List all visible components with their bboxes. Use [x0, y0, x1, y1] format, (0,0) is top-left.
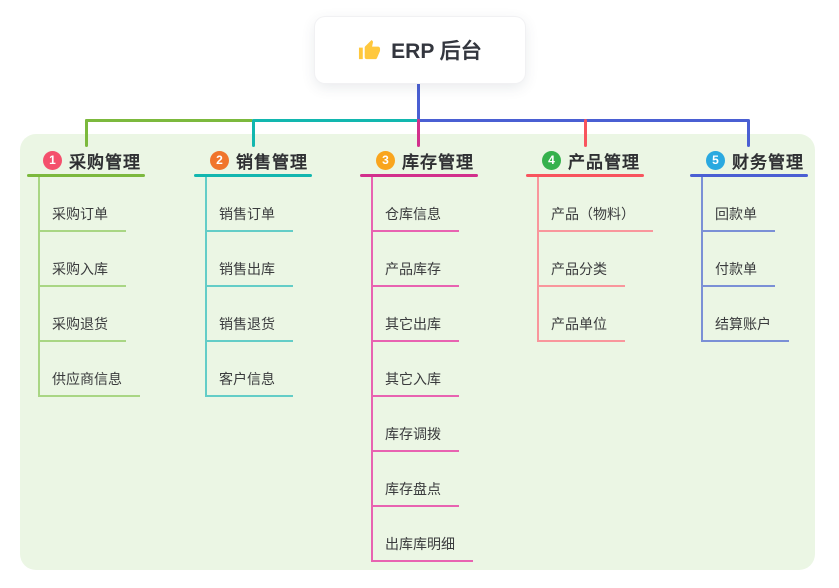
connector-drop-branch-5 [747, 119, 750, 147]
child-item-label: 客户信息 [219, 371, 275, 387]
child-item[interactable]: 销售订单 [205, 204, 293, 232]
branch-number-badge: 3 [376, 150, 395, 170]
child-item-label: 回款单 [715, 206, 757, 222]
branch-title-underline [690, 174, 808, 177]
thumbs-up-icon [358, 39, 381, 62]
child-item[interactable]: 库存调拨 [371, 424, 459, 452]
child-item-label: 结算账户 [715, 316, 771, 332]
child-item-label: 其它出库 [385, 316, 441, 332]
child-item-label: 销售出库 [219, 261, 275, 277]
branch-inventory: 3 库存管理 仓库信息产品库存其它出库其它入库库存调拨库存盘点出库库明细 [360, 0, 520, 588]
child-item-label: 产品（物料） [551, 206, 635, 222]
branch-child-rail [371, 177, 373, 562]
connector-bus-left [85, 119, 253, 122]
child-item-label: 销售订单 [219, 206, 275, 222]
connector-drop-branch-3 [417, 119, 420, 147]
branch-title-inventory[interactable]: 3 库存管理 [376, 148, 474, 172]
child-item-label: 产品分类 [551, 261, 607, 277]
child-item-label: 库存盘点 [385, 481, 441, 497]
child-item[interactable]: 客户信息 [205, 369, 293, 397]
child-item[interactable]: 仓库信息 [371, 204, 459, 232]
branch-purchase: 1 采购管理 采购订单采购入库采购退货供应商信息 [27, 0, 187, 588]
child-item[interactable]: 产品（物料） [537, 204, 653, 232]
branches-panel [20, 134, 815, 570]
root-node-label: ERP 后台 [391, 40, 482, 63]
branch-title-underline [194, 174, 312, 177]
branch-number-badge: 1 [43, 150, 62, 170]
child-item-label: 产品单位 [551, 316, 607, 332]
branch-title-finance[interactable]: 5 财务管理 [706, 148, 804, 172]
branch-title-sales[interactable]: 2 销售管理 [210, 148, 308, 172]
child-item-label: 出库库明细 [385, 536, 455, 552]
child-item[interactable]: 采购退货 [38, 314, 126, 342]
branch-number-badge: 2 [210, 150, 229, 170]
child-item[interactable]: 回款单 [701, 204, 775, 232]
child-item[interactable]: 其它入库 [371, 369, 459, 397]
branch-title-underline [27, 174, 145, 177]
root-node[interactable]: ERP 后台 [315, 17, 525, 83]
child-item-label: 采购入库 [52, 261, 108, 277]
child-item-label: 采购退货 [52, 316, 108, 332]
branch-label: 采购管理 [69, 152, 141, 172]
branch-title-underline [360, 174, 478, 177]
connector-bus-right [418, 119, 749, 122]
branch-label: 财务管理 [732, 152, 804, 172]
child-item[interactable]: 销售退货 [205, 314, 293, 342]
branch-label: 销售管理 [236, 152, 308, 172]
child-item[interactable]: 结算账户 [701, 314, 789, 342]
connector-drop-branch-2 [252, 119, 255, 147]
child-item-label: 付款单 [715, 261, 757, 277]
child-item[interactable]: 其它出库 [371, 314, 459, 342]
child-item[interactable]: 付款单 [701, 259, 775, 287]
branch-product: 4 产品管理 产品（物料） 产品分类产品单位 [526, 0, 686, 588]
branch-number-badge: 4 [542, 150, 561, 170]
child-item[interactable]: 产品单位 [537, 314, 625, 342]
branch-finance: 5 财务管理 回款单付款单结算账户 [690, 0, 839, 588]
child-item[interactable]: 销售出库 [205, 259, 293, 287]
child-item-label: 采购订单 [52, 206, 108, 222]
connector-drop-branch-1 [85, 119, 88, 147]
child-item-label: 产品库存 [385, 261, 441, 277]
child-item[interactable]: 出库库明细 [371, 534, 473, 562]
child-item[interactable]: 采购入库 [38, 259, 126, 287]
connector-bus-mid [253, 119, 418, 122]
child-item[interactable]: 库存盘点 [371, 479, 459, 507]
child-item-label: 库存调拨 [385, 426, 441, 442]
branch-child-rail [205, 177, 207, 397]
branch-child-rail [38, 177, 40, 397]
branch-label: 库存管理 [402, 152, 474, 172]
connector-drop-branch-4 [584, 119, 587, 147]
connector-root-drop [417, 83, 420, 120]
branch-label: 产品管理 [568, 152, 640, 172]
child-item[interactable]: 采购订单 [38, 204, 126, 232]
child-item-label: 销售退货 [219, 316, 275, 332]
child-item-label: 供应商信息 [52, 371, 122, 387]
branch-child-rail [701, 177, 703, 342]
child-item[interactable]: 产品库存 [371, 259, 459, 287]
branch-child-rail [537, 177, 539, 342]
child-item-label: 仓库信息 [385, 206, 441, 222]
branch-title-purchase[interactable]: 1 采购管理 [43, 148, 141, 172]
branch-number-badge: 5 [706, 150, 725, 170]
branch-sales: 2 销售管理 销售订单销售出库销售退货客户信息 [194, 0, 354, 588]
branch-title-product[interactable]: 4 产品管理 [542, 148, 640, 172]
child-item[interactable]: 产品分类 [537, 259, 625, 287]
child-item[interactable]: 供应商信息 [38, 369, 140, 397]
child-item-label: 其它入库 [385, 371, 441, 387]
branch-title-underline [526, 174, 644, 177]
